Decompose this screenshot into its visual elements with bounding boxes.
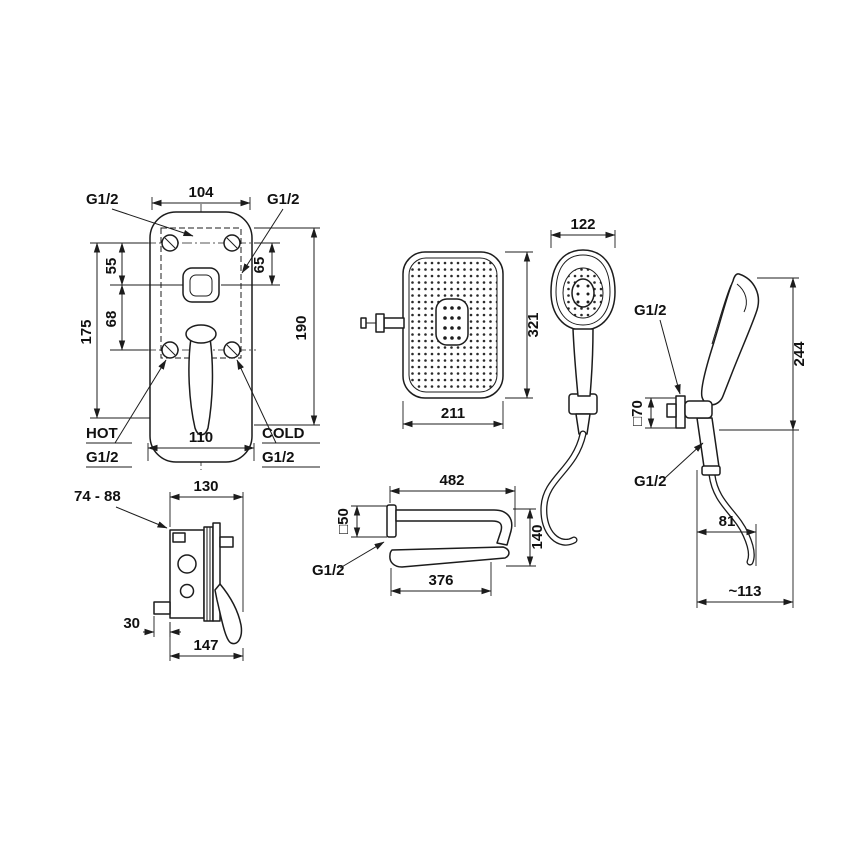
handshower-spray-border [562, 267, 604, 319]
mixer-side-view: 130 74 - 88 30 147 [74, 478, 244, 661]
dim-55: 55 [103, 258, 120, 275]
shower-hose-inner [541, 431, 586, 545]
bracket-thread-stub [666, 403, 677, 418]
label-hot: HOT [86, 425, 118, 442]
dim-70: □70 [629, 400, 646, 426]
wall-escutcheon [386, 504, 397, 538]
handshower-side-profile [700, 273, 760, 406]
dim-175: 175 [78, 319, 95, 344]
shower-arm [395, 509, 513, 546]
handshower-side-view: G1/2 244 □70 G1/2 81 ~113 [629, 273, 808, 608]
handshower-front-view: 122 [540, 216, 616, 546]
hose-nut [701, 465, 721, 476]
screw-slot [164, 237, 176, 249]
dim-211: 211 [441, 405, 465, 422]
dim-65: 65 [251, 257, 268, 274]
lever-pivot [185, 324, 217, 344]
nozzle-field-border [408, 257, 498, 393]
screw-slot [226, 237, 238, 249]
cartridge-circle [177, 554, 197, 574]
body-detail-top [172, 532, 186, 543]
handshower-head-inner [555, 254, 611, 326]
label-g12-arm: G1/2 [312, 562, 345, 579]
dim-122: 122 [570, 216, 595, 233]
wall-holder-front [568, 393, 598, 415]
body-stub-bottom [153, 601, 171, 615]
showerhead-side-profile [389, 546, 510, 568]
dim-50: □50 [335, 508, 352, 534]
dim-68: 68 [103, 311, 120, 328]
valve-circle [179, 583, 195, 599]
center-nozzle-plate [435, 298, 469, 346]
leader-line [664, 442, 704, 479]
inlet-pipe [383, 317, 405, 329]
concealed-box-dashed [160, 227, 242, 359]
handshower-side-face-line [711, 284, 732, 345]
handshower-center-plate [571, 278, 595, 308]
dim-190: 190 [293, 315, 310, 340]
leader-line [114, 359, 167, 444]
handshower-handle-front [572, 328, 594, 397]
leader-line [659, 319, 681, 395]
showerhead-front-view: 321 211 [360, 251, 542, 429]
cover-plate-side [212, 522, 221, 622]
lever-handle [188, 337, 214, 436]
hose-connector-front [575, 413, 591, 435]
lever-handle-side [214, 583, 243, 645]
leader-line [115, 506, 168, 529]
shower-arm-side-view: 482 □50 G1/2 376 140 [312, 472, 546, 596]
inlet-flange [375, 313, 385, 333]
mixer-front-view: 104 G1/2 G1/2 55 68 175 65 190 110 HOT [78, 184, 320, 470]
label-cold-thread: G1/2 [262, 449, 295, 466]
concealed-body-side [169, 529, 205, 619]
leader-line [339, 541, 385, 569]
dim-244: 244 [791, 341, 808, 367]
screw-slot [164, 344, 176, 356]
dim-30: 30 [123, 615, 140, 632]
dim-376: 376 [428, 572, 453, 589]
dim-81: 81 [719, 513, 736, 530]
bracket-holder [684, 400, 713, 419]
dim-140: 140 [529, 524, 546, 549]
diverter-knob-inner [189, 274, 213, 297]
leader-line [241, 208, 284, 274]
bracket-wall-plate [675, 395, 686, 429]
leader-line [111, 208, 194, 237]
leader-line [236, 359, 277, 444]
label-hot-thread: G1/2 [86, 449, 119, 466]
label-g12-hose: G1/2 [634, 473, 667, 490]
label-g12-bracket: G1/2 [634, 302, 667, 319]
dim-104: 104 [188, 184, 214, 201]
dim-130: 130 [193, 478, 218, 495]
label-cold: COLD [262, 425, 305, 442]
diverter-knob [182, 267, 220, 303]
hose-connector-side [696, 417, 720, 468]
dim-147: 147 [193, 637, 218, 654]
flange-strip [203, 526, 214, 622]
dim-482: 482 [439, 472, 464, 489]
center-nozzle-dots [443, 306, 461, 340]
dim-110: 110 [189, 429, 213, 446]
label-g12-top-right: G1/2 [267, 191, 300, 208]
screw-slot [226, 344, 238, 356]
dim-113: ~113 [729, 583, 762, 600]
inlet-bolt-head [360, 317, 367, 329]
label-g12-top-left: G1/2 [86, 191, 119, 208]
label-depth-range: 74 - 88 [74, 488, 121, 505]
diverter-side [219, 536, 234, 548]
dim-321: 321 [525, 312, 542, 337]
handshower-side-head-line [736, 283, 747, 313]
handshower-center-dots [576, 284, 590, 304]
